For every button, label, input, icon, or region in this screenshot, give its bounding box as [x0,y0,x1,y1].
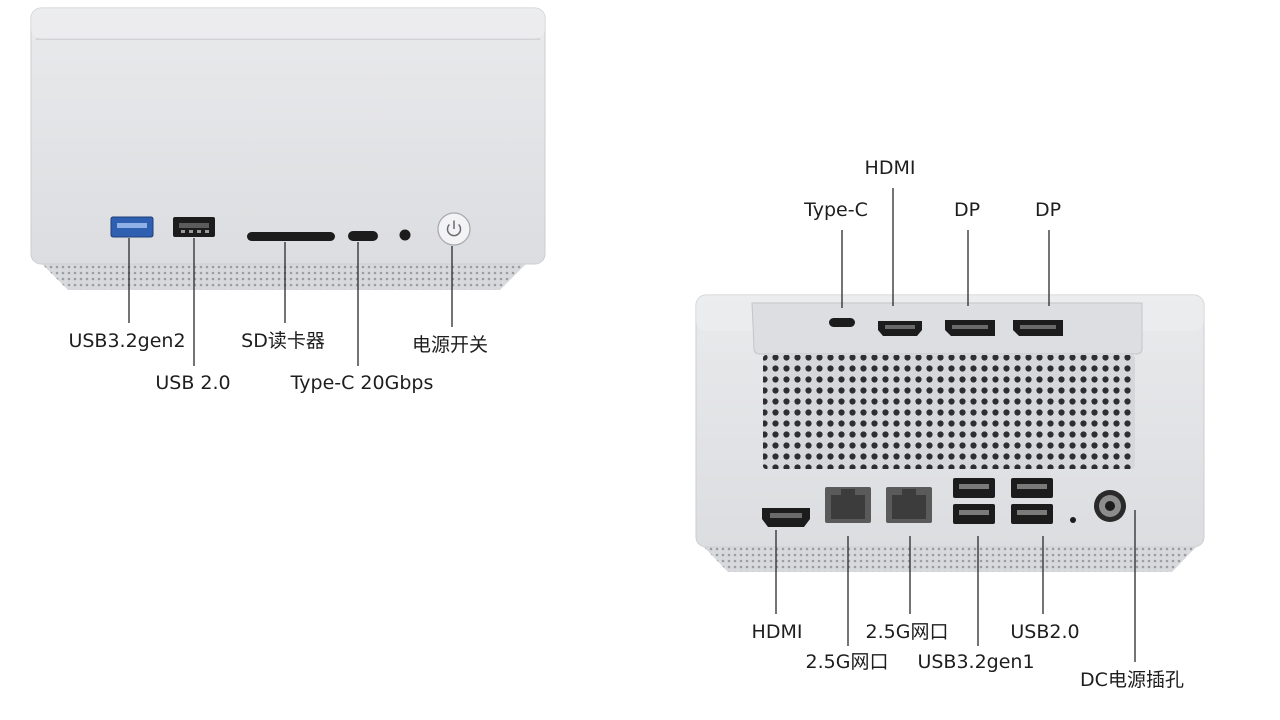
rear-device: Type-C HDMI DP DP HDMI 2.5G网口 2.5G网口 USB… [695,157,1205,691]
front-typec-port [348,231,378,241]
usb20-port [173,217,215,237]
front-device: USB3.2gen2 USB 2.0 SD读卡器 Type-C 20Gbps 电… [30,7,546,394]
sd-card-slot [247,232,335,241]
label-lan1: 2.5G网口 [806,651,889,673]
label-rear-hdmi-top: HDMI [865,157,916,179]
label-usb32gen2: USB3.2gen2 [68,330,185,352]
power-button-icon [437,212,471,246]
front-bottom-vent [40,262,528,290]
lan-port-2 [886,487,932,523]
rear-bottom-hdmi-port [762,508,810,527]
usb32gen2-port [110,216,154,238]
usb20-rear-ports [1011,478,1053,524]
label-power-switch: 电源开关 [412,334,488,356]
rear-typec-port [829,318,855,327]
rear-led-dot [1070,517,1076,523]
rear-dp2-port [1013,320,1063,336]
label-rear-hdmi-bottom: HDMI [752,621,803,643]
rear-bottom-vent [702,545,1198,572]
label-typec-20gbps: Type-C 20Gbps [290,372,434,394]
label-rear-typec: Type-C [803,199,868,221]
label-sd-reader: SD读卡器 [241,330,325,352]
dc-power-jack [1094,490,1126,522]
lan-port-1 [825,487,871,523]
rear-top-hdmi-port [878,321,922,336]
usb32gen1-ports [953,478,995,524]
label-dp2: DP [1035,199,1061,221]
rear-vent-grille [763,355,1135,469]
label-rear-usb20: USB2.0 [1010,621,1079,643]
label-usb20: USB 2.0 [155,372,230,394]
label-dp1: DP [954,199,980,221]
label-lan2: 2.5G网口 [866,621,949,643]
label-dc-jack: DC电源插孔 [1080,669,1184,691]
front-led-indicator [399,229,411,241]
rear-dp1-port [945,320,995,336]
label-usb32gen1: USB3.2gen1 [917,651,1034,673]
